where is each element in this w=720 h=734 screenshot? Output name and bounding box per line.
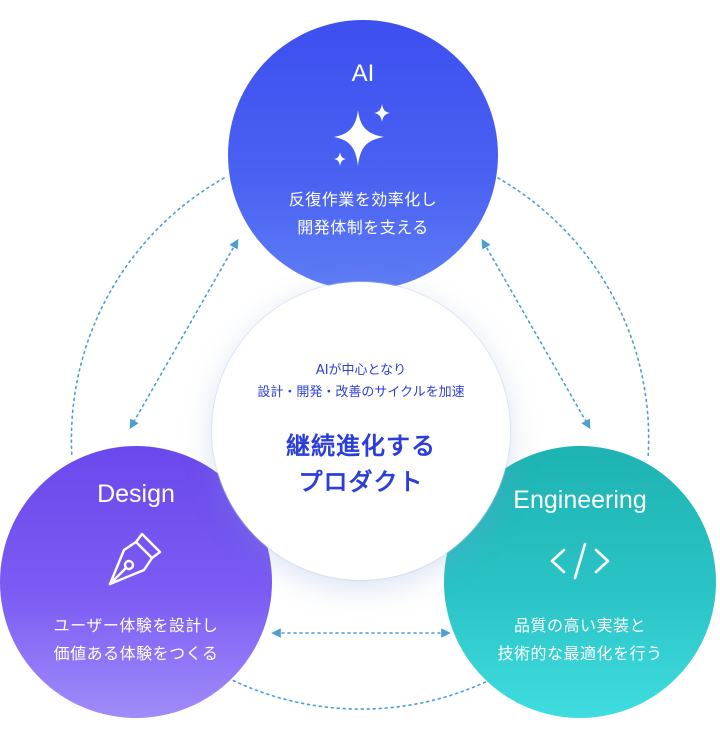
node-ai: AI 反復作業を効率化し 開発体制を支える bbox=[228, 20, 498, 290]
center-subtitle-line1: AIが中心となり bbox=[315, 363, 407, 378]
node-engineering-desc-line2: 技術的な最適化を行う bbox=[497, 644, 663, 663]
node-ai-description: 反復作業を効率化し 開発体制を支える bbox=[228, 186, 498, 242]
node-design-description: ユーザー体験を設計し 価値ある体験をつくる bbox=[0, 612, 272, 668]
pen-nib-icon bbox=[108, 532, 162, 586]
center-title-line2: プロダクト bbox=[298, 468, 424, 496]
node-design-desc-line2: 価値ある体験をつくる bbox=[53, 644, 219, 663]
outer-ring-arc-right bbox=[497, 177, 650, 459]
node-engineering-desc-line1: 品質の高い実装と bbox=[513, 616, 646, 635]
outer-ring-arc-bottom bbox=[227, 677, 495, 710]
center-subtitle: AIが中心となり 設計・開発・改善のサイクルを加速 bbox=[212, 360, 510, 404]
arrow-ai-design bbox=[129, 238, 239, 430]
center-node: AIが中心となり 設計・開発・改善のサイクルを加速 継続進化する プロダクト bbox=[212, 282, 510, 580]
center-title-line1: 継続進化する bbox=[286, 432, 436, 460]
arrow-ai-engineering bbox=[481, 238, 591, 430]
node-design-title: Design bbox=[97, 480, 175, 508]
node-engineering-description: 品質の高い実装と 技術的な最適化を行う bbox=[444, 612, 716, 668]
node-ai-desc-line2: 開発体制を支える bbox=[297, 218, 429, 237]
node-ai-desc-line1: 反復作業を効率化し bbox=[288, 190, 438, 209]
outer-ring-arc-left bbox=[70, 177, 225, 459]
node-engineering-title: Engineering bbox=[513, 486, 647, 514]
node-design-desc-line1: ユーザー体験を設計し bbox=[53, 616, 219, 635]
sparkle-icon bbox=[334, 104, 390, 166]
code-icon bbox=[550, 542, 610, 580]
center-subtitle-line2: 設計・開発・改善のサイクルを加速 bbox=[257, 385, 465, 400]
node-ai-title: AI bbox=[351, 60, 375, 87]
center-title: 継続進化する プロダクト bbox=[212, 428, 510, 500]
